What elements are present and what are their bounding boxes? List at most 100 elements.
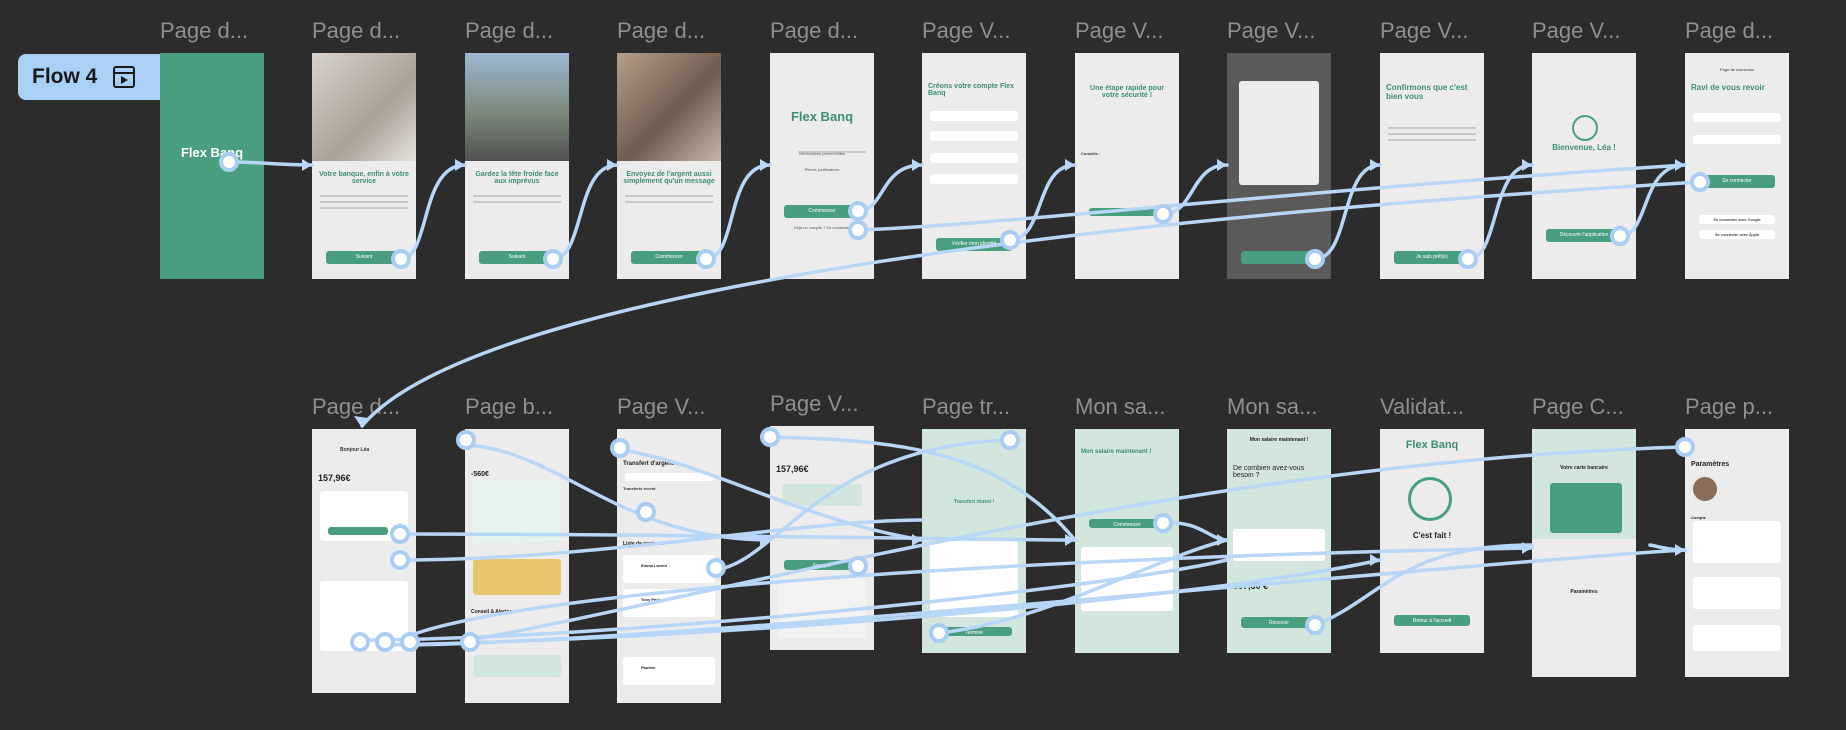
- check-circle-icon: [1408, 477, 1452, 521]
- screen-security[interactable]: Une étape rapide pour votre sécurité ! C…: [1075, 53, 1179, 279]
- frame-label[interactable]: Page tr...: [922, 394, 1011, 419]
- frame-label[interactable]: Page C...: [1532, 394, 1624, 419]
- frame-label[interactable]: Page V...: [1380, 18, 1469, 43]
- search-input[interactable]: [625, 473, 713, 481]
- other-list[interactable]: [1693, 625, 1781, 651]
- screen-onboarding-3[interactable]: Envoyez de l'argent aussi simplement qu'…: [617, 53, 721, 279]
- page-title: Créons votre compte Flex Banq: [928, 83, 1014, 97]
- frame-label[interactable]: Mon sa...: [1075, 394, 1166, 419]
- frame-label[interactable]: Page V...: [922, 18, 1011, 43]
- page-title: Une étape rapide pour votre sécurité !: [1090, 85, 1164, 99]
- page-title: Votre carte bancaire: [1560, 465, 1608, 471]
- frame-label[interactable]: Page d...: [770, 18, 859, 43]
- photo-people-money: [617, 53, 721, 161]
- frame-label[interactable]: Page b...: [465, 394, 554, 419]
- back-home-button[interactable]: Retour à l'accueil: [1394, 615, 1470, 626]
- question: De combien avez-vous besoin ?: [1233, 465, 1305, 479]
- start-button[interactable]: Commencer: [631, 251, 707, 264]
- frame-label[interactable]: Page V...: [770, 391, 859, 416]
- screen-splash[interactable]: Flex Banq: [160, 53, 264, 279]
- frame-label[interactable]: Validat...: [1380, 394, 1464, 419]
- body-text-line: [1388, 127, 1476, 129]
- alert-card: [473, 655, 561, 677]
- next-button[interactable]: Suivant: [479, 251, 555, 264]
- start-button[interactable]: Commencer: [1089, 519, 1165, 528]
- discover-app-button[interactable]: Découvrir l'application: [1546, 229, 1622, 242]
- screen-camera[interactable]: [1227, 53, 1331, 279]
- capture-button[interactable]: [1241, 251, 1317, 264]
- frame-label[interactable]: Page d...: [1685, 18, 1774, 43]
- step-label: Pièces justificatives: [804, 167, 840, 172]
- name-field[interactable]: [930, 111, 1018, 121]
- firstname-field[interactable]: [930, 131, 1018, 141]
- frame-label[interactable]: Mon sa...: [1227, 394, 1318, 419]
- done-button[interactable]: Terminé: [936, 627, 1012, 636]
- page-title: Mon salaire maintenant !: [1081, 449, 1152, 455]
- frame-label[interactable]: Page V...: [1227, 18, 1316, 43]
- screen-onboarding-2[interactable]: Gardez la tête froide face aux imprévus …: [465, 53, 569, 279]
- password-field[interactable]: [1693, 135, 1781, 144]
- password-field[interactable]: [930, 174, 1018, 184]
- salary-button[interactable]: [328, 527, 388, 535]
- screen-confirm[interactable]: Confirmons que c'est bien vous Je suis p…: [1380, 53, 1484, 279]
- header-title: Page de connexion: [1719, 67, 1755, 72]
- frame-label[interactable]: Page V...: [1532, 18, 1621, 43]
- login-button[interactable]: Se connecter: [1699, 175, 1775, 188]
- ready-button[interactable]: Je suis prêt(e): [1394, 251, 1470, 264]
- frame-label[interactable]: Page d...: [465, 18, 554, 43]
- apple-login-button[interactable]: Se connecter avec Apple: [1699, 230, 1775, 239]
- flow-tag[interactable]: Flow 4: [18, 54, 162, 100]
- greeting: Bonjour Léa: [340, 447, 370, 453]
- recent-heading: Transferts récent: [623, 486, 656, 491]
- body-text-line: [625, 195, 713, 197]
- email-field[interactable]: [1693, 113, 1781, 122]
- google-login-button[interactable]: Se connecter avec Google: [1699, 215, 1775, 224]
- flow-label: Flow 4: [32, 65, 98, 88]
- step-label: Informations personnelles: [799, 151, 845, 156]
- screen-onboarding-1[interactable]: Votre banque, enfin à votre service Suiv…: [312, 53, 416, 279]
- verify-identity-button[interactable]: Vérifier mon identité: [936, 238, 1012, 251]
- account-settings-list[interactable]: [1693, 521, 1781, 563]
- bank-card: [1550, 483, 1622, 533]
- check-circle-icon: [1572, 115, 1598, 141]
- contact-item[interactable]: [623, 657, 715, 685]
- page-title: Ravi de vous revoir: [1691, 83, 1765, 92]
- screen-card[interactable]: Votre carte bancaire Paramètres: [1532, 429, 1636, 677]
- frame-label[interactable]: Page V...: [617, 394, 706, 419]
- logo-text: Flex Banq: [1405, 439, 1459, 451]
- alerts-title: Conseil & Alertes: [471, 609, 513, 615]
- page-title: Transfert réussi !: [953, 499, 995, 505]
- body-text-line: [473, 201, 561, 203]
- screen-transfer[interactable]: Transfert d'argent Transferts récent Lis…: [617, 429, 721, 703]
- account-card: [782, 484, 862, 506]
- screen-login[interactable]: Page de connexion Ravi de vous revoir Se…: [1685, 53, 1789, 279]
- frame-label[interactable]: Page d...: [617, 18, 706, 43]
- frame-label[interactable]: Page d...: [160, 18, 249, 43]
- page-title: Paramètres: [1691, 461, 1730, 468]
- page-title: Bienvenue, Léa !: [1552, 143, 1616, 152]
- email-field[interactable]: [930, 153, 1018, 163]
- screen-salary[interactable]: Mon salaire maintenant ! Commencer: [1075, 429, 1179, 653]
- onboarding-title: Votre banque, enfin à votre service: [319, 171, 409, 185]
- frame-label[interactable]: Page d...: [312, 394, 401, 419]
- screen-budget[interactable]: -560€ Conseil & Alertes: [465, 429, 569, 703]
- onboarding-title: Gardez la tête froide face aux imprévus: [475, 171, 559, 185]
- category-cards: [473, 559, 561, 595]
- continue-button[interactable]: [1089, 208, 1165, 216]
- screen-profile[interactable]: Paramètres Compte: [1685, 429, 1789, 677]
- help-list[interactable]: [1693, 577, 1781, 609]
- login-link[interactable]: Déjà un compte ? Se connecter: [793, 225, 851, 230]
- frame-label[interactable]: Page p...: [1685, 394, 1774, 419]
- play-frame-icon[interactable]: [113, 66, 136, 88]
- frame-label[interactable]: Page V...: [1075, 18, 1164, 43]
- receive-button[interactable]: Recevoir: [1241, 617, 1317, 628]
- start-button[interactable]: Commencer: [784, 205, 860, 218]
- contact-item[interactable]: [623, 555, 715, 583]
- screen-home[interactable]: Flex Banq Informations personnelles Pièc…: [770, 53, 874, 279]
- contact-name: Pauline: [641, 665, 656, 670]
- body-text-line: [320, 207, 408, 209]
- next-button[interactable]: Suivant: [326, 251, 402, 264]
- section-heading: Compte: [1691, 515, 1706, 520]
- avatar: [1693, 477, 1717, 501]
- frame-label[interactable]: Page d...: [312, 18, 401, 43]
